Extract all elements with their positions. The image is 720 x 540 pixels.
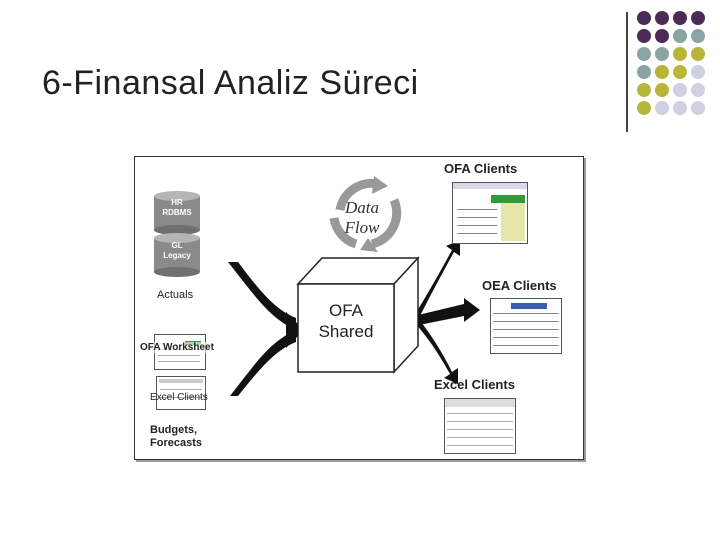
actuals-label: Actuals [157,289,194,301]
excel-clients-right-label: Excel Clients [434,377,515,392]
decorative-dot [691,65,705,79]
decorative-dot [673,11,687,25]
decorative-dot [637,47,651,61]
gl-legacy-cylinder [154,233,200,277]
decorative-dot [655,29,669,43]
decorative-dot [691,11,705,25]
decorative-dot [691,101,705,115]
decorative-dot [673,65,687,79]
right-arrow-up [414,240,460,320]
ofa-clients-label: OFA Clients [444,161,518,176]
right-arrow-down [414,318,458,384]
decorative-dot [637,101,651,115]
decorative-dot [655,47,669,61]
decorative-dot [691,47,705,61]
shared-cube [296,256,420,374]
data-flow-label: Data Flow [344,198,380,237]
decorative-dot [655,11,669,25]
ofa-clients-screenshot [452,182,528,244]
decorative-dot [637,29,651,43]
decorative-dot [655,101,669,115]
ofa-shared-label: OFA Shared [318,301,374,341]
title-divider-line [626,12,628,132]
decorative-dot [691,29,705,43]
ofa-worksheet-label: OFA Worksheet [140,342,214,353]
oea-clients-label: OEA Clients [482,278,557,293]
decorative-dot [673,83,687,97]
excel-thumbnail-left [156,376,206,410]
left-arrow-head [286,312,304,348]
budgets-forecasts-label: Budgets, Forecasts [150,424,202,449]
decorative-dot [637,11,651,25]
hr-rdbms-cylinder [154,191,200,235]
right-arrow-middle [414,298,480,326]
hr-rdbms-label: HR RDBMS [162,198,192,217]
decorative-dot [637,83,651,97]
decorative-dot [673,101,687,115]
excel-clients-left-label: Excel Clients [150,392,208,403]
decorative-dot-grid [637,11,705,115]
left-merge-arrow [228,262,296,396]
oea-clients-screenshot [490,298,562,354]
decorative-dot [637,65,651,79]
data-flow-cycle-icon [329,176,402,252]
decorative-dot [673,29,687,43]
slide-title: 6-Finansal Analiz Süreci [42,64,419,102]
excel-clients-screenshot [444,398,516,454]
decorative-dot [655,65,669,79]
decorative-dot [655,83,669,97]
gl-legacy-label: GL Legacy [163,241,191,260]
decorative-dot [691,83,705,97]
decorative-dot [673,47,687,61]
